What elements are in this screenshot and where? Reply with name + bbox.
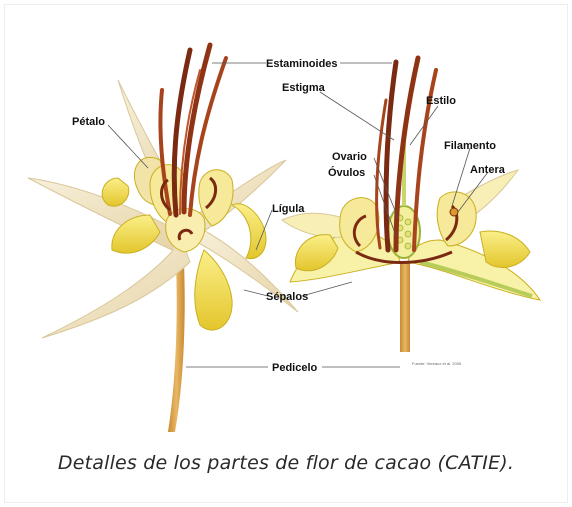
left-sepal-2 bbox=[42, 240, 190, 338]
label-ovulos: Óvulos bbox=[328, 166, 365, 179]
label-ligula: Lígula bbox=[272, 203, 305, 215]
label-ovario: Ovario bbox=[332, 151, 367, 163]
label-antera: Antera bbox=[470, 164, 506, 176]
label-pedicelo: Pedicelo bbox=[272, 362, 318, 374]
figure-caption: Detalles de los partes de flor de cacao … bbox=[0, 452, 572, 474]
left-petal-4 bbox=[232, 204, 266, 259]
left-petal-5 bbox=[102, 178, 129, 206]
label-sepalos: Sépalos bbox=[266, 291, 308, 303]
right-pedicel bbox=[400, 262, 410, 352]
right-flower bbox=[282, 58, 540, 352]
left-flower bbox=[28, 45, 298, 432]
label-estilo: Estilo bbox=[426, 95, 456, 107]
right-ligule-right bbox=[480, 231, 530, 267]
label-petalo: Pétalo bbox=[72, 116, 105, 128]
label-filamento: Filamento bbox=[444, 140, 496, 152]
label-estigma: Estigma bbox=[282, 82, 326, 94]
label-estaminoides: Estaminoides bbox=[266, 58, 338, 70]
left-petal-3 bbox=[195, 250, 232, 330]
source-note: Fuente: Vereaux et al. 2005 bbox=[412, 361, 462, 366]
left-pedicel bbox=[168, 262, 185, 432]
